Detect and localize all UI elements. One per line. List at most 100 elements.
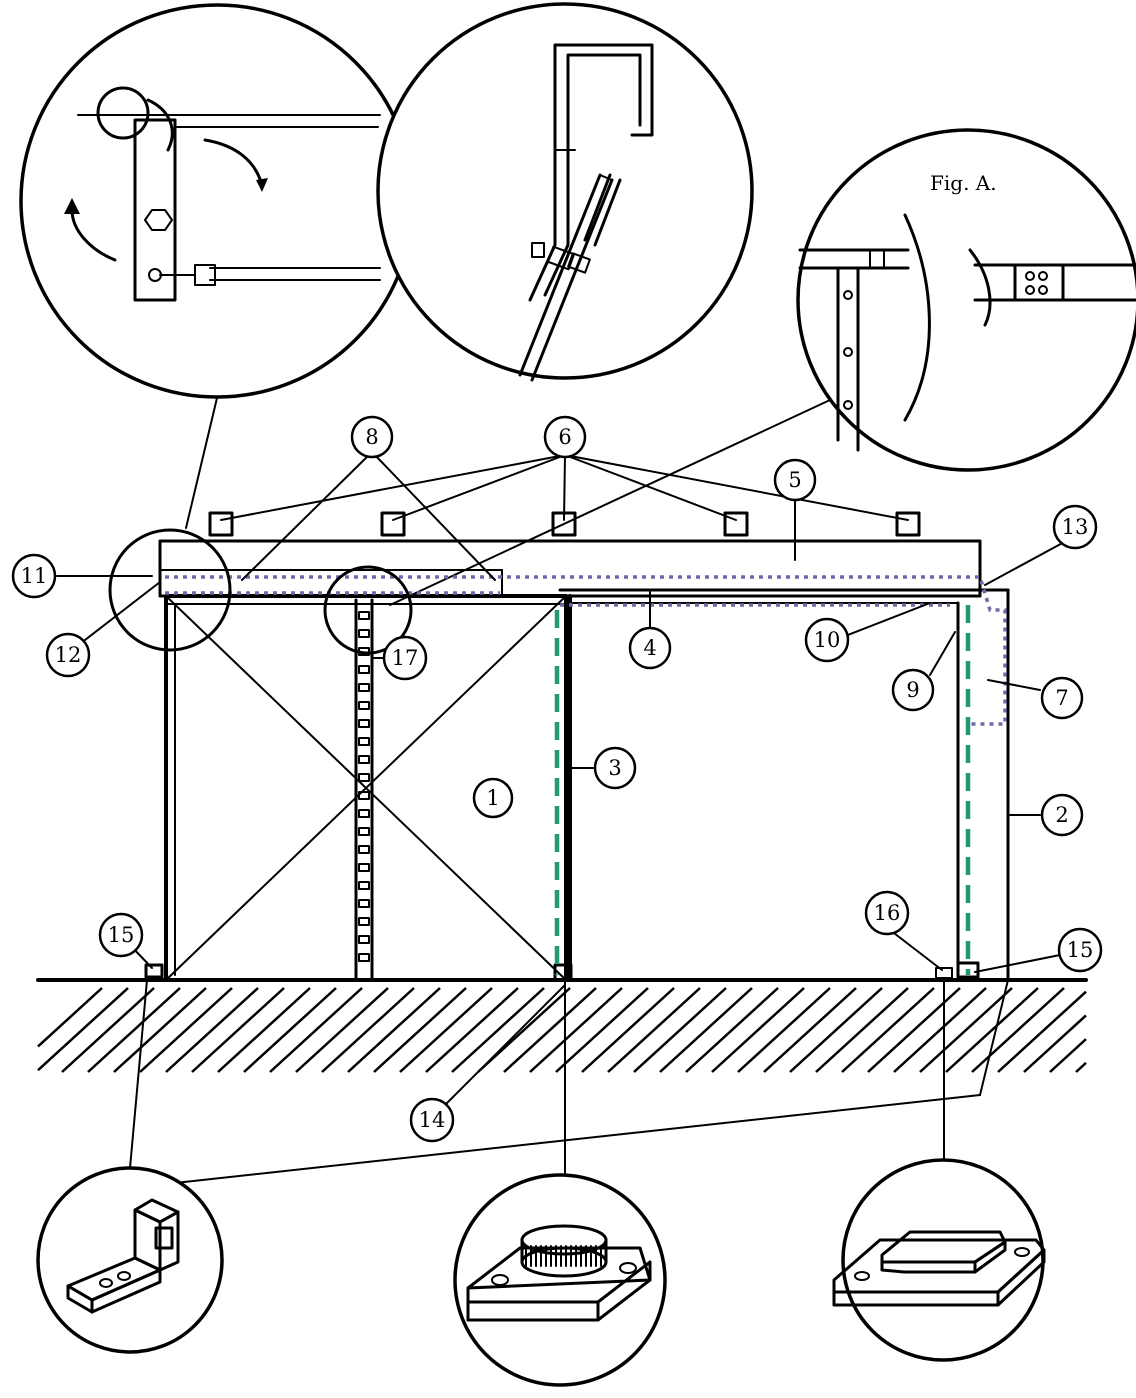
zoom-ring-post-top	[323, 565, 413, 655]
hatch-line	[373, 987, 467, 1073]
callout-6: 6	[543, 415, 587, 459]
hatch-line	[139, 987, 233, 1073]
callout-15-right: 15	[1057, 927, 1103, 973]
svg-text:3: 3	[608, 756, 621, 780]
hatch-line	[659, 987, 753, 1073]
hatch-line	[191, 987, 285, 1073]
post-hole	[358, 701, 370, 710]
callout-1: 1	[472, 777, 514, 819]
post-hole	[358, 791, 370, 800]
hatch-line	[945, 987, 1039, 1073]
hatch-line	[321, 987, 415, 1073]
hatch-line	[529, 987, 623, 1073]
callout-16: 16	[864, 890, 910, 936]
hatch-line	[87, 987, 181, 1073]
hatch-line	[1075, 1061, 1087, 1073]
post-hole	[358, 953, 370, 962]
post-hole	[358, 683, 370, 692]
hatch-line	[37, 987, 129, 1072]
post-hole	[358, 665, 370, 674]
hatch-line	[763, 987, 857, 1073]
callout-12: 12	[45, 632, 91, 678]
ground-hatching	[37, 987, 1087, 1073]
hatch-line	[113, 987, 207, 1073]
svg-text:6: 6	[558, 425, 571, 449]
post-hole	[358, 737, 370, 746]
svg-text:17: 17	[392, 646, 419, 670]
callout-7: 7	[1040, 676, 1084, 720]
ground	[36, 978, 1088, 1073]
hatch-line	[711, 987, 805, 1073]
hatch-line	[815, 987, 909, 1073]
hatch-line	[789, 987, 883, 1073]
svg-text:15: 15	[108, 923, 135, 947]
svg-text:9: 9	[906, 678, 919, 702]
gate-structure	[144, 511, 1010, 1096]
leader-roller-detail	[185, 397, 218, 529]
hatch-line	[399, 987, 493, 1073]
svg-text:8: 8	[365, 425, 378, 449]
callout-2: 2	[1040, 793, 1084, 837]
svg-text:4: 4	[643, 636, 656, 660]
hatch-line	[737, 987, 831, 1073]
hatch-line	[1023, 1014, 1087, 1073]
svg-text:5: 5	[788, 468, 801, 492]
figure-label: Fig. A.	[930, 171, 997, 195]
post-hole	[358, 827, 370, 836]
callout-15-left: 15	[98, 912, 144, 958]
svg-text:13: 13	[1062, 515, 1089, 539]
callout-4: 4	[628, 626, 672, 670]
svg-text:2: 2	[1055, 803, 1068, 827]
callout-9: 9	[891, 668, 935, 712]
hatch-line	[971, 987, 1065, 1073]
hatch-line	[295, 987, 389, 1073]
hatch-line	[581, 987, 675, 1073]
hatch-line	[217, 987, 311, 1073]
svg-text:12: 12	[55, 643, 82, 667]
post-hole	[358, 881, 370, 890]
hatch-line	[425, 987, 519, 1073]
hatch-line	[165, 987, 259, 1073]
post-hole	[358, 755, 370, 764]
hatch-line	[633, 987, 727, 1073]
hatch-line	[919, 987, 1013, 1073]
hatch-line	[555, 987, 649, 1073]
callout-bubbles: 1 2 3 4 5 6 7 8	[11, 415, 1103, 1143]
post-hole	[358, 629, 370, 638]
detail-circle-bracket	[376, 2, 754, 382]
hatch-line	[451, 987, 545, 1073]
hatch-line	[607, 987, 701, 1073]
hatch-line	[347, 987, 441, 1073]
zoom-ring-left-corner	[108, 528, 232, 652]
post-hole	[358, 899, 370, 908]
callout-8: 8	[350, 415, 394, 459]
callout-14: 14	[409, 1097, 455, 1143]
hatch-line	[37, 987, 103, 1048]
post-hole	[358, 935, 370, 944]
post-hole	[358, 845, 370, 854]
post-hole	[358, 719, 370, 728]
hatch-line	[867, 987, 961, 1073]
hatch-line	[269, 987, 363, 1073]
detail-circle-bearing-plate	[453, 1173, 667, 1387]
detail-circle-fig-a: Fig. A.	[796, 128, 1136, 472]
post-hole	[358, 809, 370, 818]
leader-bracket-detail	[129, 979, 148, 1169]
post-hole	[358, 863, 370, 872]
svg-text:11: 11	[21, 564, 48, 588]
hatch-line	[893, 987, 987, 1073]
svg-text:14: 14	[419, 1108, 446, 1132]
detail-circle-roller	[19, 3, 415, 399]
detail-circle-angle-bracket	[36, 1166, 224, 1354]
svg-text:16: 16	[874, 901, 901, 925]
hatch-line	[1049, 1038, 1087, 1073]
leader-long	[174, 1094, 981, 1184]
callout-leaders	[56, 451, 1069, 1111]
svg-text:10: 10	[814, 628, 841, 652]
callout-10: 10	[804, 617, 850, 663]
detail-circle-stop-plate	[832, 1158, 1046, 1362]
svg-text:1: 1	[486, 786, 499, 810]
hatch-line	[685, 987, 779, 1073]
callout-3: 3	[593, 746, 637, 790]
